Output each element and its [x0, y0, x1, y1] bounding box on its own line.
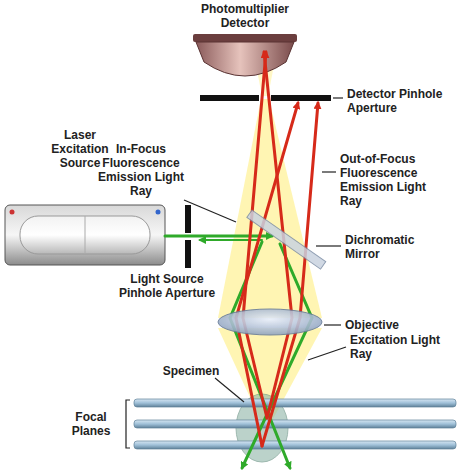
leader-line — [184, 200, 236, 222]
detector-cap — [193, 34, 297, 42]
part-label: Excitation Light Ray — [350, 333, 440, 361]
leader-line — [322, 171, 336, 172]
focal-plane — [134, 420, 456, 428]
part-label: Dichromatic Mirror — [345, 233, 445, 261]
laser-housing — [5, 205, 165, 265]
laser-tube — [20, 216, 150, 254]
leader-line — [215, 378, 244, 402]
leader-lines — [184, 98, 346, 402]
part-label: Photomultiplier Detector — [185, 2, 305, 30]
part-label: Focal Planes — [60, 410, 122, 438]
focal-plane — [134, 399, 456, 407]
focal-planes-bracket — [126, 400, 130, 448]
leader-line — [324, 324, 341, 325]
part-label: Light Source Pinhole Aperture — [112, 272, 222, 300]
part-label: Detector Pinhole Aperture — [347, 87, 457, 115]
light-source-pinhole-plate — [185, 205, 191, 233]
detector-pinhole-plate — [200, 95, 259, 101]
part-label: Laser Excitation Source — [38, 128, 122, 170]
focal-plane — [134, 441, 456, 449]
excitation-ray — [165, 235, 272, 238]
out-of-focus-ray — [236, 103, 298, 446]
laser-terminal — [10, 210, 15, 215]
laser-terminal — [156, 210, 161, 215]
part-label: Objective — [345, 318, 435, 332]
leader-line — [333, 97, 343, 98]
out-of-focus-ray — [262, 103, 318, 446]
part-label: Out-of-Focus Fluorescence Emission Light… — [340, 152, 444, 208]
leader-line — [308, 347, 346, 360]
leader-line — [316, 245, 341, 246]
part-label: Specimen — [156, 364, 226, 378]
laser-tube-joint — [85, 216, 86, 254]
light-source-pinhole-plate — [185, 240, 191, 268]
objective-lens — [218, 309, 322, 335]
emission-cone — [218, 99, 322, 318]
part-label: In-Focus Fluorescence Emission Light Ray — [96, 142, 186, 198]
dichromatic-mirror — [247, 210, 326, 269]
excitation-ray — [200, 239, 262, 241]
detector-pinhole-plate — [271, 95, 331, 101]
photomultiplier-detector — [196, 42, 294, 76]
